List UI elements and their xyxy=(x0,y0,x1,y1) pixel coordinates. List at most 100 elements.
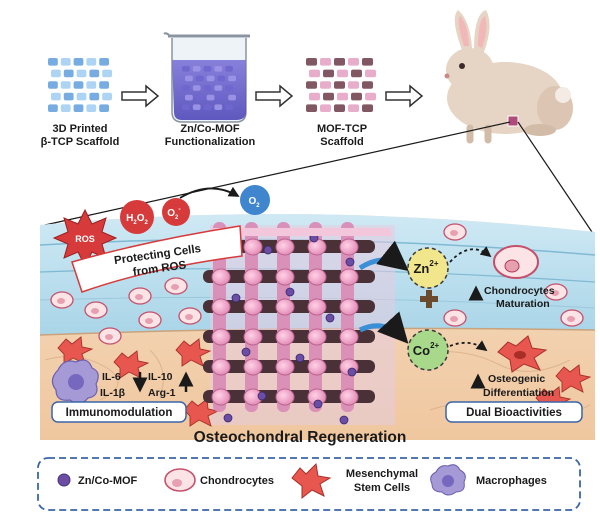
ros-label: ROS xyxy=(75,234,95,244)
tcp-scaffold-strut xyxy=(60,58,71,66)
main-title: Osteochondral Regeneration xyxy=(194,429,407,446)
tcp-scaffold-strut xyxy=(63,69,74,78)
mof-scaffold-strut xyxy=(348,58,359,66)
chondrocyte-nucleus xyxy=(551,290,559,296)
il1b-label: IL-1β xyxy=(100,387,126,399)
strut-end xyxy=(339,298,359,316)
strut-end xyxy=(275,238,295,256)
beaker-scaffold-strut xyxy=(185,94,193,101)
legend: Zn/Co-MOF Chondrocytes Mesenchymal Stem … xyxy=(37,457,581,511)
chondrocyte-nucleus xyxy=(145,318,153,324)
step3-label-line2: Scaffold xyxy=(320,136,363,148)
beaker-scaffold-strut xyxy=(203,66,212,72)
mof-scaffold-strut xyxy=(334,58,345,66)
strut-end xyxy=(307,298,327,316)
o2-o: O xyxy=(248,196,256,207)
chondro-label-line2: Maturation xyxy=(496,298,550,310)
strut-end xyxy=(211,298,231,316)
tcp-scaffold-strut xyxy=(86,104,97,112)
zoom-line-left xyxy=(44,121,511,226)
zoom-line-right xyxy=(517,121,593,233)
strut-end xyxy=(211,268,231,286)
tcp-scaffold-strut xyxy=(60,81,71,89)
o2-sub: 2 xyxy=(256,203,260,209)
mof-scaffold-strut xyxy=(309,92,320,101)
svg-text:O2: O2 xyxy=(248,196,260,209)
msc-icon xyxy=(291,462,332,500)
beaker-scaffold-strut xyxy=(192,66,201,72)
beaker-scaffold-strut xyxy=(206,94,215,101)
mof-scaffold-strut xyxy=(351,92,362,101)
msc-cell xyxy=(183,398,220,427)
mof-particle xyxy=(325,313,335,323)
co-charge: 2+ xyxy=(430,341,439,350)
zn-release-arrow xyxy=(358,240,409,272)
strut-end xyxy=(243,238,263,256)
tcp-scaffold-strut xyxy=(48,104,58,112)
mature-chondrocyte-icon xyxy=(493,245,539,279)
strut-end xyxy=(307,238,327,256)
beaker-scaffold-strut xyxy=(228,75,236,82)
tcp-scaffold-strut xyxy=(76,69,87,78)
tcp-scaffold-strut xyxy=(89,69,100,78)
chondro-label-line1: Chondrocytes xyxy=(484,285,555,297)
tcp-scaffold-strut xyxy=(86,58,97,66)
step2-label-line2: Functionalization xyxy=(165,136,256,148)
tcp-scaffold-strut xyxy=(89,92,100,101)
strut-end xyxy=(275,358,295,376)
svg-text:H2O2: H2O2 xyxy=(126,213,148,226)
zn-label: Zn xyxy=(413,261,429,276)
mof-tcp-scaffold-implant xyxy=(203,222,392,425)
mof-scaffold-strut xyxy=(323,69,334,78)
beaker-scaffold-strut xyxy=(225,66,233,72)
co-release-arrow xyxy=(358,311,409,344)
step3-label-line1: MOF-TCP xyxy=(317,123,367,135)
h2o2-bubble: H2O2 xyxy=(120,200,154,234)
step1-label-line2: β-TCP Scaffold xyxy=(41,136,120,148)
tcp-scaffold-strut xyxy=(73,104,84,112)
strut-end xyxy=(211,358,231,376)
beaker-scaffold-strut xyxy=(182,66,190,72)
mof-scaffold-strut xyxy=(334,81,345,89)
msc-cell xyxy=(555,364,592,393)
legend-msc-line2: Stem Cells xyxy=(354,482,410,494)
mof-particle xyxy=(257,391,267,401)
tcp-scaffold-strut xyxy=(51,92,61,101)
mof-particle xyxy=(263,245,273,255)
tcp-scaffold-strut xyxy=(86,81,97,89)
co-ion-icon: Co2+ xyxy=(407,329,449,371)
tcp-scaffold-strut xyxy=(63,92,74,101)
strut-end xyxy=(307,328,327,346)
beaker-scaffold-strut xyxy=(228,94,236,101)
strut-end xyxy=(275,268,295,286)
h2o2-o: O xyxy=(137,213,145,224)
tcp-scaffold-strut xyxy=(99,58,109,66)
tcp-scaffold-strut xyxy=(102,69,112,78)
beaker-scaffold-strut xyxy=(203,85,212,91)
co-effect-arrow xyxy=(449,340,488,352)
mof-particle xyxy=(231,293,241,303)
osteo-label-line1: Osteogenic xyxy=(488,373,545,385)
svg-text:Co2+: Co2+ xyxy=(413,341,440,358)
legend-mof: Zn/Co-MOF xyxy=(78,475,138,487)
strut-end xyxy=(339,388,359,406)
process-arrow-icon xyxy=(121,84,160,108)
tcp-scaffold-strut xyxy=(60,104,71,112)
strut-end xyxy=(243,358,263,376)
o2m-sup: - xyxy=(178,206,181,213)
dual-bioactivities-label-box: Dual Bioactivities xyxy=(445,401,583,423)
tcp-scaffold-strut xyxy=(48,81,58,89)
dual-label: Dual Bioactivities xyxy=(466,407,562,419)
arg1-label: Arg-1 xyxy=(148,387,176,399)
legend-msc-line1: Mesenchymal xyxy=(346,468,418,480)
beaker-scaffold-strut xyxy=(214,66,223,72)
tcp-scaffold-strut xyxy=(48,58,58,66)
beaker-scaffold-strut xyxy=(214,104,223,110)
mof-scaffold-strut xyxy=(306,81,317,89)
strut-end xyxy=(339,238,359,256)
chondrocyte-nucleus xyxy=(171,284,179,290)
mof-particle xyxy=(347,367,357,377)
h2o2-sub1: 2 xyxy=(133,220,137,226)
strut-end xyxy=(275,328,295,346)
o2m-sub: 2 xyxy=(175,215,179,221)
